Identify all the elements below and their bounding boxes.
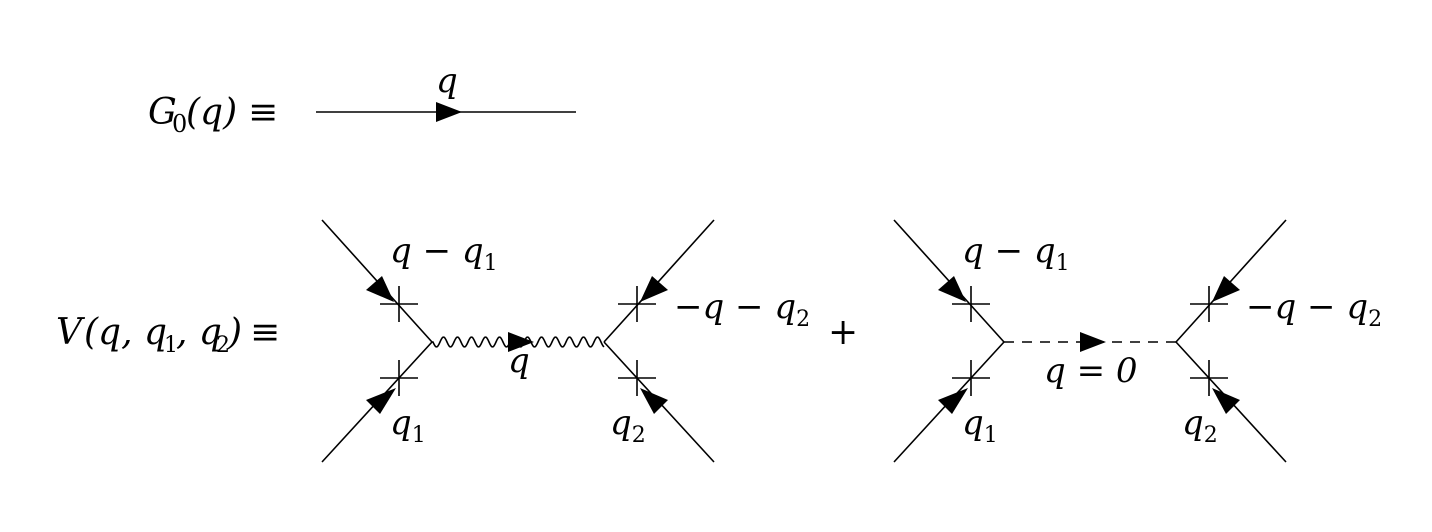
label-internal: q	[508, 341, 530, 381]
propagator-momentum-label: q	[436, 61, 458, 101]
vertex-sub1: 1	[164, 333, 178, 358]
label-left-top: q − q1	[390, 231, 498, 276]
cross-marks	[380, 286, 656, 396]
cross-marks	[952, 286, 1228, 396]
leg-right-bottom-arrow	[640, 388, 668, 414]
vertex-args-open: (q, q	[84, 312, 167, 353]
vertex-symbol: V	[56, 312, 86, 353]
propagator-args: (q)	[186, 92, 237, 133]
propagator-definition: G 0 (q) ≡ q	[148, 61, 576, 138]
propagator-symbol: G	[148, 92, 177, 133]
leg-left-top-arrow	[366, 276, 394, 302]
label-right-top: −q − q2	[1246, 287, 1382, 332]
leg-right-top	[1175, 219, 1287, 343]
label-right-bottom: q2	[610, 403, 646, 448]
leg-left-top-arrow	[938, 276, 966, 302]
label-left-bottom: q1	[390, 403, 426, 448]
internal-arrow	[508, 332, 534, 352]
leg-right-top-arrow	[1212, 276, 1240, 302]
leg-left-bottom-arrow	[366, 388, 396, 414]
leg-right-bottom-arrow	[1212, 388, 1240, 414]
vertex-definition-lhs: V (q, q 1 , q 2 ) ≡	[56, 312, 280, 358]
propagator-subscript: 0	[172, 110, 187, 138]
vertex-diagram-wavy: q − q1 q1 −q − q2 q2 q	[321, 219, 810, 463]
vertex-sub2: 2	[216, 333, 230, 358]
label-right-top: −q − q2	[674, 287, 810, 332]
vertex-args-close: )	[227, 312, 242, 353]
plus-sign: +	[828, 312, 858, 353]
label-left-bottom: q1	[962, 403, 998, 448]
label-left-top: q − q1	[962, 231, 1070, 276]
internal-arrow	[1080, 332, 1106, 352]
vertex-diagram-dashed: q − q1 q1 −q − q2 q2 q = 0	[893, 219, 1382, 463]
vertex-args-mid: , q	[176, 312, 222, 353]
leg-left-bottom-arrow	[938, 388, 968, 414]
label-internal: q = 0	[1044, 351, 1138, 391]
leg-right-top	[603, 219, 715, 343]
label-right-bottom: q2	[1182, 403, 1218, 448]
leg-right-top-arrow	[640, 276, 668, 302]
propagator-equiv: ≡	[248, 92, 278, 133]
propagator-arrow	[436, 102, 462, 122]
vertex-equiv: ≡	[250, 312, 280, 353]
